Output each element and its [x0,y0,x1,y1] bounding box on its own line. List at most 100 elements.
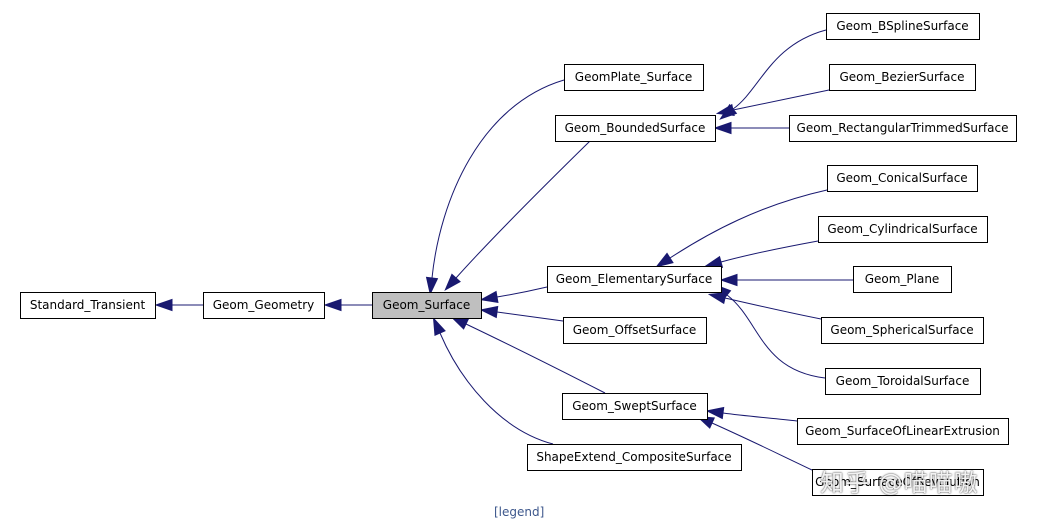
node-label: Geom_Plane [865,272,940,286]
node-label: Geom_SurfaceOfLinearExtrusion [805,424,1000,438]
node-box [853,266,952,293]
edge-geom-geometry-to-standard-transient [154,298,203,312]
node-geom-surfaceofrevolution[interactable]: Geom_SurfaceOfRevolution [812,469,984,496]
node-box [818,216,988,243]
edge-line [732,89,830,111]
arrowhead [655,252,674,268]
node-box [821,317,984,344]
node-geom-surfaceoflinearextrusion[interactable]: Geom_SurfaceOfLinearExtrusion [797,418,1009,445]
node-geom-offsetsurface[interactable]: Geom_OffsetSurface [563,317,707,344]
node-label: Geom_CylindricalSurface [827,222,977,236]
edge-line [431,79,565,279]
arrowhead [425,276,439,296]
legend-link[interactable]: [legend] [494,505,545,519]
node-box [372,292,482,319]
node-geom-toroidalsurface[interactable]: Geom_ToroidalSurface [825,368,981,395]
node-label: Geom_Surface [383,298,470,312]
node-geom-conicalsurface[interactable]: Geom_ConicalSurface [827,165,978,192]
edge-line [724,297,822,320]
node-label: Geom_BSplineSurface [836,19,968,33]
edge-geom-plane-to-geom-elementarysurface [719,273,853,287]
node-geom-plane[interactable]: Geom_Plane [853,266,952,293]
edge-geomplate-surface-to-geom-surface [425,79,565,296]
node-box [527,444,742,471]
node-label: Geom_ElementarySurface [556,272,713,286]
arrowhead [705,406,725,420]
arrowhead [715,103,735,116]
edge-geom-surfaceoflinearextrusion-to-geom-sweptsurface [705,406,798,422]
node-box [203,292,325,319]
node-label: Geom_RectangularTrimmedSurface [797,121,1009,135]
node-geom-surface[interactable]: Geom_Surface [372,292,482,319]
edge-geom-conicalsurface-to-geom-elementarysurface [655,189,828,268]
watermark-text: 知乎 @喵喵嗷 [820,469,979,497]
edge-geom-offsetsurface-to-geom-surface [479,305,564,322]
edge-geom-cylindricalsurface-to-geom-elementarysurface [704,240,819,268]
node-label: Geom_OffsetSurface [573,323,696,337]
edge-line [722,412,798,422]
node-label: Geom_ConicalSurface [836,171,967,185]
arrowhead [323,298,342,312]
node-label: Geom_ToroidalSurface [836,374,970,388]
node-label: Geom_BoundedSurface [565,121,706,135]
node-geom-boundedsurface[interactable]: Geom_BoundedSurface [555,115,716,142]
node-box [829,64,976,91]
edge-line [439,332,554,445]
edge-line [465,323,606,394]
node-geom-rectangulartrimmedsurface[interactable]: Geom_RectangularTrimmedSurface [789,115,1017,142]
edges-layer [154,29,853,471]
node-box [555,115,716,142]
node-geom-geometry[interactable]: Geom_Geometry [203,292,325,319]
node-label: Geom_SweptSurface [572,399,697,413]
node-box [789,115,1017,142]
node-label: GeomPlate_Surface [575,70,692,84]
node-label: Geom_SphericalSurface [830,323,973,337]
node-standard-transient[interactable]: Standard_Transient [20,292,156,319]
node-label: ShapeExtend_CompositeSurface [536,450,731,464]
node-box [20,292,156,319]
node-box [547,266,722,293]
edge-geom-rectangulartrimmedsurface-to-geom-boundedsurface [713,121,789,135]
arrowhead [479,305,499,319]
arrowhead [479,290,499,304]
edge-line [732,29,827,110]
edge-shapeextend-compositesurface-to-geom-surface [432,316,554,445]
arrowhead [432,316,446,336]
edge-line [711,422,813,471]
edge-geom-boundedsurface-to-geom-surface [444,140,591,292]
node-geom-beziersurface[interactable]: Geom_BezierSurface [829,64,976,91]
node-box [825,368,981,395]
edge-geom-elementarysurface-to-geom-surface [479,286,548,304]
edge-geom-bsplinesurface-to-geom-boundedsurface [719,29,827,120]
node-box [562,393,708,420]
node-geomplate-surface[interactable]: GeomPlate_Surface [564,64,704,91]
arrowhead [704,255,724,268]
node-box [826,13,980,40]
node-box [563,317,707,344]
node-label: Geom_SurfaceOfRevolution [815,475,980,489]
node-box [812,469,984,496]
arrowhead [444,273,461,292]
arrowhead [713,121,732,135]
edge-geom-beziersurface-to-geom-boundedsurface [715,89,830,116]
edge-line [455,140,591,279]
node-box [827,165,978,192]
node-label: Standard_Transient [30,298,146,312]
arrowhead [154,298,173,312]
edge-line [720,240,819,263]
edge-line [496,286,548,298]
node-geom-elementarysurface[interactable]: Geom_ElementarySurface [547,266,722,293]
node-geom-sphericalsurface[interactable]: Geom_SphericalSurface [821,317,984,344]
edge-line [726,294,826,379]
node-box [797,418,1009,445]
node-geom-cylindricalsurface[interactable]: Geom_CylindricalSurface [818,216,988,243]
node-label: Geom_Geometry [213,298,315,312]
node-shapeextend-compositesurface[interactable]: ShapeExtend_CompositeSurface [527,444,742,471]
edge-line [496,311,564,322]
node-geom-bsplinesurface[interactable]: Geom_BSplineSurface [826,13,980,40]
node-geom-sweptsurface[interactable]: Geom_SweptSurface [562,393,708,420]
arrowhead [719,273,738,287]
edge-geom-surface-to-geom-geometry [323,298,372,312]
edge-geom-toroidalsurface-to-geom-elementarysurface [713,283,826,379]
